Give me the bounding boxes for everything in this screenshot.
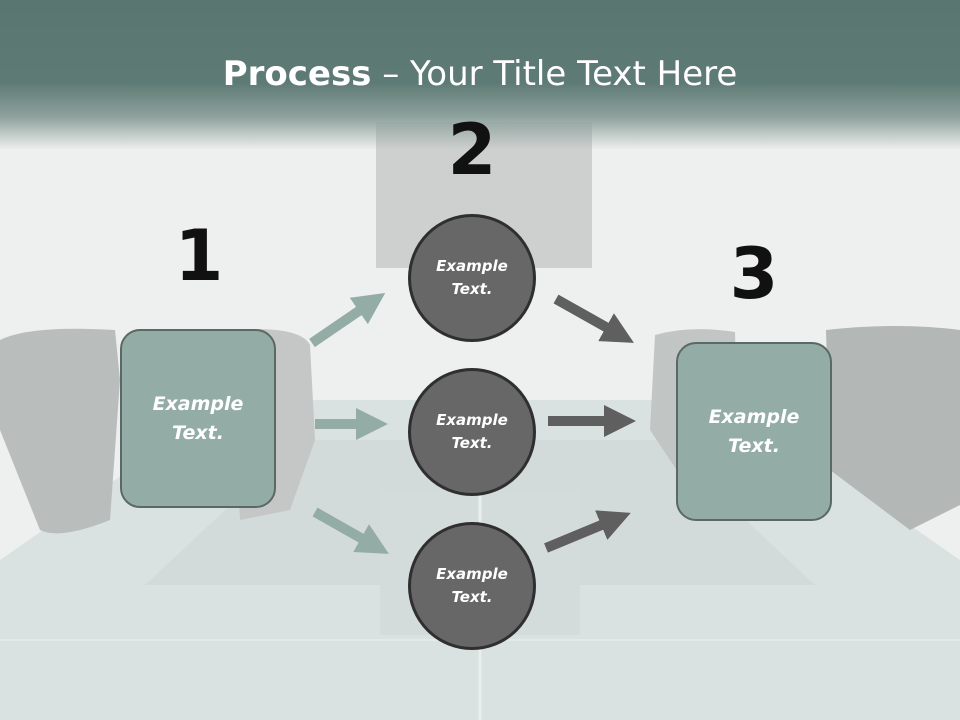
slide-title: Process – Your Title Text Here bbox=[0, 52, 960, 96]
step-number-2: 2 bbox=[447, 109, 497, 191]
circle-top-label-line2: Text. bbox=[451, 280, 493, 298]
step-1-label-line2: Text. bbox=[172, 421, 224, 444]
step-1-label-line1: Example bbox=[152, 392, 244, 415]
circle-middle-label-line1: Example bbox=[436, 411, 508, 429]
circle-top-label-line1: Example bbox=[436, 257, 508, 275]
title-rest: – Your Title Text Here bbox=[371, 54, 738, 94]
step-number-3: 3 bbox=[729, 233, 779, 315]
step-3-label-line1: Example bbox=[708, 405, 800, 428]
circle-bottom-label-line2: Text. bbox=[451, 588, 493, 606]
circle-middle-label-line2: Text. bbox=[451, 434, 493, 452]
step-number-1: 1 bbox=[174, 215, 224, 297]
title-banner bbox=[0, 0, 960, 150]
circle-bottom-label-line1: Example bbox=[436, 565, 508, 583]
step-3-label-line2: Text. bbox=[728, 434, 780, 457]
title-bold: Process bbox=[222, 54, 372, 94]
background-chair-left bbox=[0, 328, 120, 534]
